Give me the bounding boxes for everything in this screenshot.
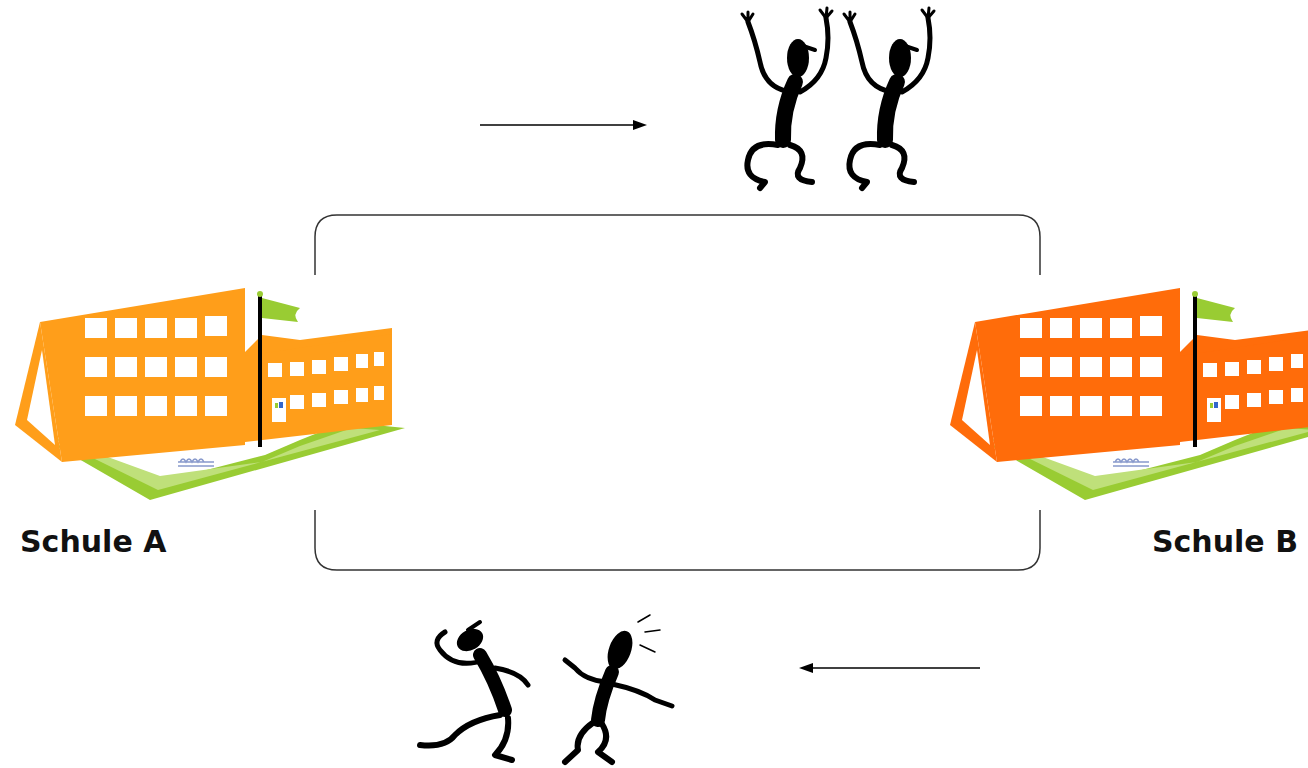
exchange-connector xyxy=(315,510,1040,570)
jumping-figure xyxy=(742,8,832,188)
flow-arrow xyxy=(808,667,980,669)
surprised-figure xyxy=(565,615,672,762)
listening-figure xyxy=(420,622,528,760)
jumping-figure xyxy=(844,8,934,188)
school-building xyxy=(950,288,1308,500)
arrow-head xyxy=(633,120,647,130)
school-building xyxy=(15,288,405,500)
exchange-connector xyxy=(315,215,1040,275)
school-label: Schule B xyxy=(1152,524,1298,560)
arrow-head xyxy=(799,663,813,673)
school-node: Schule A xyxy=(10,275,315,560)
flow-arrow xyxy=(480,124,638,126)
school-label: Schule A xyxy=(20,524,166,560)
school-node: Schule B xyxy=(1040,275,1302,560)
